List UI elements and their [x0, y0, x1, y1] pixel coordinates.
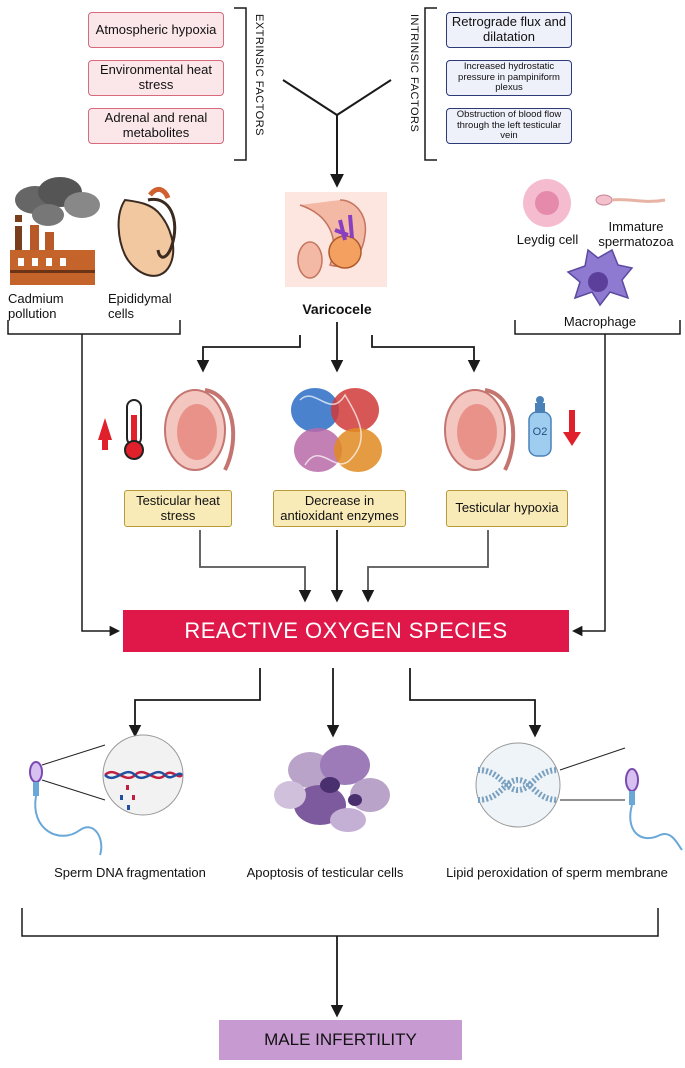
intrinsic-item-obstruction: Obstruction of blood flow through the le…	[446, 108, 572, 144]
outcome-apoptosis: Apoptosis of testicular cells	[246, 865, 404, 880]
immature-spermatozoa-icon	[595, 194, 666, 206]
mechanism-hypoxia: Testicular hypoxia	[446, 490, 568, 527]
intrinsic-label: INTRINSIC FACTORS	[408, 14, 420, 133]
intrinsic-item-retrograde-flux: Retrograde flux and dilatation	[446, 12, 572, 48]
extrinsic-item-atmospheric-hypoxia: Atmospheric hypoxia	[88, 12, 224, 48]
epididymal-cells-label: Epididymal cells	[108, 291, 172, 321]
lipid-peroxidation-illustration	[475, 742, 683, 851]
o2-label: O2	[532, 426, 548, 438]
left-source-bracket	[7, 320, 181, 335]
outcome-bracket	[21, 908, 659, 937]
varicocele-to-hypoxia	[371, 335, 481, 373]
cadmium-pollution-label: Cadmium pollution	[8, 291, 64, 321]
heat-testis-illustration	[98, 388, 236, 471]
extrinsic-label: EXTRINSIC FACTORS	[253, 14, 265, 136]
extrinsic-bracket	[234, 7, 247, 161]
apoptosis-illustration	[274, 745, 390, 832]
y-connector	[282, 79, 392, 185]
hypoxia-to-ros	[361, 530, 489, 603]
epididymis-icon	[117, 186, 177, 277]
outcome-dna-fragmentation: Sperm DNA fragmentation	[54, 865, 206, 880]
right-source-line	[571, 334, 606, 637]
varicocele-to-heat	[196, 335, 301, 373]
extrinsic-item-metabolites: Adrenal and renal metabolites	[88, 108, 224, 144]
leydig-cell-icon	[523, 179, 571, 227]
varicocele-label: Varicocele	[302, 301, 372, 317]
heat-to-ros	[199, 530, 312, 603]
ros-to-lipid	[409, 668, 542, 738]
antioxidant-enzyme-illustration	[291, 388, 382, 472]
intrinsic-bracket	[424, 7, 437, 161]
intrinsic-item-hydrostatic-pressure: Increased hydrostatic pressure in pampin…	[446, 60, 572, 96]
left-source-line	[81, 334, 121, 637]
reactive-oxygen-species-box: REACTIVE OXYGEN SPECIES	[123, 610, 569, 652]
ros-to-dna	[128, 668, 261, 738]
mechanism-antioxidant-decrease: Decrease in antioxidant enzymes	[273, 490, 406, 527]
right-source-bracket	[514, 320, 681, 335]
male-infertility-box: MALE INFERTILITY	[219, 1020, 462, 1060]
hypoxia-testis-illustration	[444, 388, 581, 471]
dna-fragmentation-illustration	[29, 734, 184, 856]
outcome-lipid-peroxidation: Lipid peroxidation of sperm membrane	[446, 865, 668, 880]
mechanism-heat-stress: Testicular heat stress	[124, 490, 232, 527]
extrinsic-item-heat-stress: Environmental heat stress	[88, 60, 224, 96]
macrophage-icon	[566, 248, 634, 307]
macrophage-label: Macrophage	[563, 314, 637, 329]
factory-icon	[10, 177, 100, 285]
leydig-cell-label: Leydig cell	[516, 232, 579, 247]
immature-spermatozoa-label: Immature spermatozoa	[598, 219, 674, 249]
varicocele-icon	[285, 192, 387, 287]
